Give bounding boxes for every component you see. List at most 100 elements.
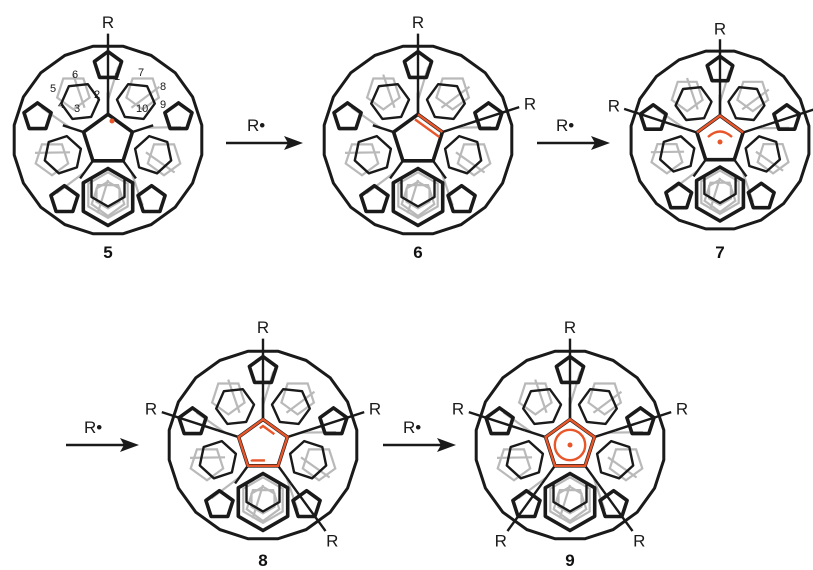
- r-substituent-label: R: [412, 13, 424, 32]
- front-bond: [541, 465, 556, 485]
- r-substituent-bond: [307, 410, 365, 432]
- reaction-arrow-3: R•: [66, 418, 139, 452]
- reaction-arrow-2: R•: [537, 116, 610, 150]
- front-bond: [432, 160, 447, 180]
- front-bond: [733, 158, 748, 178]
- r-substituent-label: R: [452, 400, 464, 419]
- front-hexagon: [115, 82, 157, 121]
- back-bond: [251, 484, 265, 519]
- front-hexagon: [577, 388, 618, 426]
- r-substituent-label: R: [102, 13, 114, 32]
- back-pentagon: [496, 448, 532, 482]
- arrow-reagent-label-3: R•: [84, 418, 102, 437]
- rim-pentagon: [22, 101, 53, 131]
- back-pentagon: [552, 489, 588, 523]
- front-hexagon: [353, 134, 393, 175]
- back-bond: [227, 379, 241, 414]
- rim-pentagon: [204, 488, 235, 519]
- rim-pentagon: [664, 181, 694, 210]
- front-hexagon: [505, 439, 545, 480]
- bottom-hexagon: [81, 166, 135, 228]
- atom-number: 4: [58, 99, 64, 111]
- front-bond: [676, 124, 698, 134]
- back-pentagon: [456, 143, 492, 177]
- atom-number: 10: [136, 103, 148, 115]
- front-bond: [62, 124, 84, 134]
- front-bond: [372, 124, 394, 134]
- front-hexagon: [744, 135, 782, 173]
- highlight-allyl-arc: [707, 130, 733, 138]
- back-pentagon: [608, 448, 644, 482]
- front-bond: [742, 124, 764, 134]
- atom-number: 7: [138, 67, 144, 79]
- front-hexagon: [522, 388, 563, 426]
- rim-pentagon: [332, 101, 363, 131]
- back-bond: [755, 150, 784, 172]
- front-bond: [287, 429, 309, 439]
- front-bond: [524, 429, 546, 439]
- back-bond: [455, 151, 486, 174]
- r-substituent-bond: [596, 482, 634, 532]
- rim-pentagon: [746, 181, 776, 210]
- back-bond: [607, 456, 638, 479]
- atom-number: 2: [94, 89, 100, 101]
- back-pentagon: [210, 382, 246, 416]
- back-hexagon: [242, 476, 284, 525]
- front-hexagon: [674, 85, 713, 122]
- arrow-reagent-label-1: R•: [247, 116, 265, 135]
- back-pentagon: [90, 184, 126, 218]
- highlight-cyclopentadiene: [237, 417, 289, 467]
- radical-dot: [717, 139, 723, 145]
- back-pentagon: [435, 77, 471, 111]
- r-substituent-bond: [614, 410, 672, 432]
- back-pentagon: [517, 382, 553, 416]
- highlight-double-bond-2: [414, 118, 441, 139]
- back-hexagon: [87, 171, 129, 220]
- back-hexagon: [700, 169, 740, 216]
- highlight-cyclopentadienyl: [544, 417, 596, 467]
- atom-number: 1: [114, 71, 120, 83]
- atom-number: 5: [50, 83, 56, 95]
- front-bond: [234, 465, 249, 485]
- back-bond: [592, 390, 623, 414]
- bottom-hexagon: [694, 165, 746, 223]
- atom-number: 3: [74, 103, 80, 115]
- back-pentagon: [301, 448, 337, 482]
- back-bond: [709, 177, 722, 210]
- back-pentagon: [34, 143, 70, 177]
- back-pentagon: [756, 143, 790, 175]
- back-bond: [145, 151, 176, 174]
- back-bond: [382, 74, 396, 109]
- back-bond: [345, 151, 381, 154]
- back-bond: [285, 390, 316, 414]
- bottom-hexagon: [543, 471, 597, 533]
- highlight-inner-double-bonds: [243, 424, 283, 462]
- front-hexagon: [595, 439, 635, 480]
- rim-pentagon: [136, 183, 167, 214]
- r-substituent-label: R: [257, 318, 269, 337]
- compound-label-6: 6: [413, 243, 422, 262]
- r-substituent-label: R: [676, 400, 688, 419]
- back-bond: [497, 456, 533, 459]
- bottom-hexagon: [391, 166, 445, 228]
- back-bond: [558, 484, 572, 519]
- back-bond: [72, 74, 86, 109]
- back-pentagon: [189, 448, 225, 482]
- r-substituent-label: R: [608, 97, 620, 116]
- r-substituent-bond: [506, 482, 544, 532]
- r-substituent-bond: [468, 410, 526, 432]
- r-substituent-label: R: [524, 95, 536, 114]
- rim-pentagon: [49, 183, 80, 214]
- back-bond: [300, 456, 331, 479]
- front-hexagon: [443, 134, 483, 175]
- front-hexagon: [43, 134, 83, 175]
- radical-dot: [567, 442, 573, 448]
- r-substituent-label: R: [633, 531, 645, 550]
- front-bond: [132, 124, 154, 134]
- front-bond: [122, 160, 137, 180]
- r-substituent-bond: [462, 105, 520, 127]
- rim-pentagon: [359, 183, 390, 214]
- r-substituent-label: R: [326, 531, 338, 550]
